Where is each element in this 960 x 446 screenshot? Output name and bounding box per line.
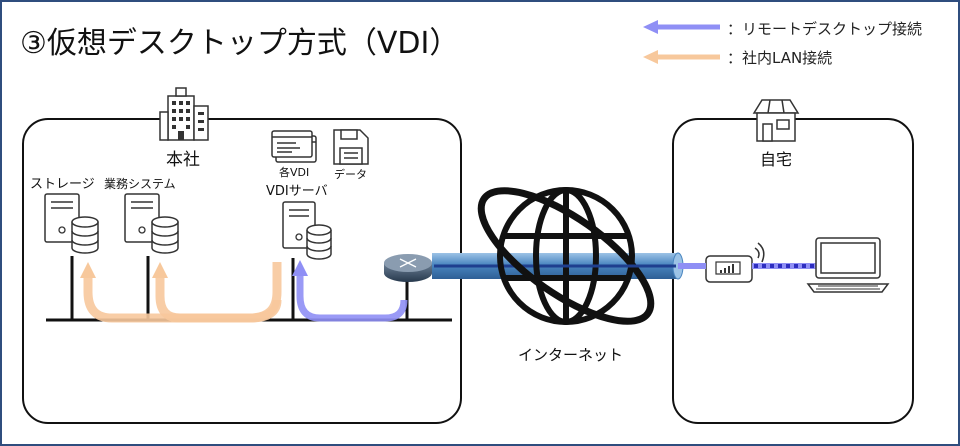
business-system-database-icon bbox=[151, 216, 179, 254]
page-title: ③仮想デスクトップ方式（VDI） bbox=[20, 26, 460, 61]
laptop-icon bbox=[806, 237, 890, 293]
vdi-window-icon bbox=[271, 130, 317, 163]
data-label: データ bbox=[334, 168, 367, 181]
legend-remote-arrow bbox=[643, 20, 720, 34]
business-system-server-icon bbox=[124, 193, 179, 254]
storage-database-icon bbox=[71, 216, 99, 254]
storage-server-icon bbox=[44, 193, 99, 254]
wifi-router-icon bbox=[705, 242, 765, 283]
house-icon bbox=[752, 99, 800, 142]
internet-globe-icon bbox=[477, 187, 655, 325]
hq-label: 本社 bbox=[166, 150, 200, 170]
legend-lan-arrow bbox=[643, 50, 720, 64]
legend-lan-label: ：社内LAN接続 bbox=[727, 49, 833, 67]
legend-remote-label: ：リモートデスクトップ接続 bbox=[727, 20, 923, 38]
remote-connection-arrow-hq bbox=[292, 260, 408, 322]
lan-connection-arrow-storage bbox=[80, 262, 282, 323]
vdi-server-database-icon bbox=[306, 224, 332, 260]
lan-connection-arrow-business bbox=[152, 262, 282, 323]
router-icon bbox=[384, 254, 432, 282]
floppy-disk-icon bbox=[333, 129, 369, 165]
business-system-label: 業務システム bbox=[104, 177, 176, 191]
home-label: 自宅 bbox=[760, 150, 793, 169]
vdi-server-label: VDIサーバ bbox=[266, 184, 328, 199]
vdi-server-icon bbox=[282, 201, 332, 260]
storage-label: ストレージ bbox=[30, 177, 95, 192]
internet-label: インターネット bbox=[518, 346, 624, 364]
building-icon bbox=[159, 87, 209, 141]
vdi-each-label: 各VDI bbox=[279, 166, 310, 179]
